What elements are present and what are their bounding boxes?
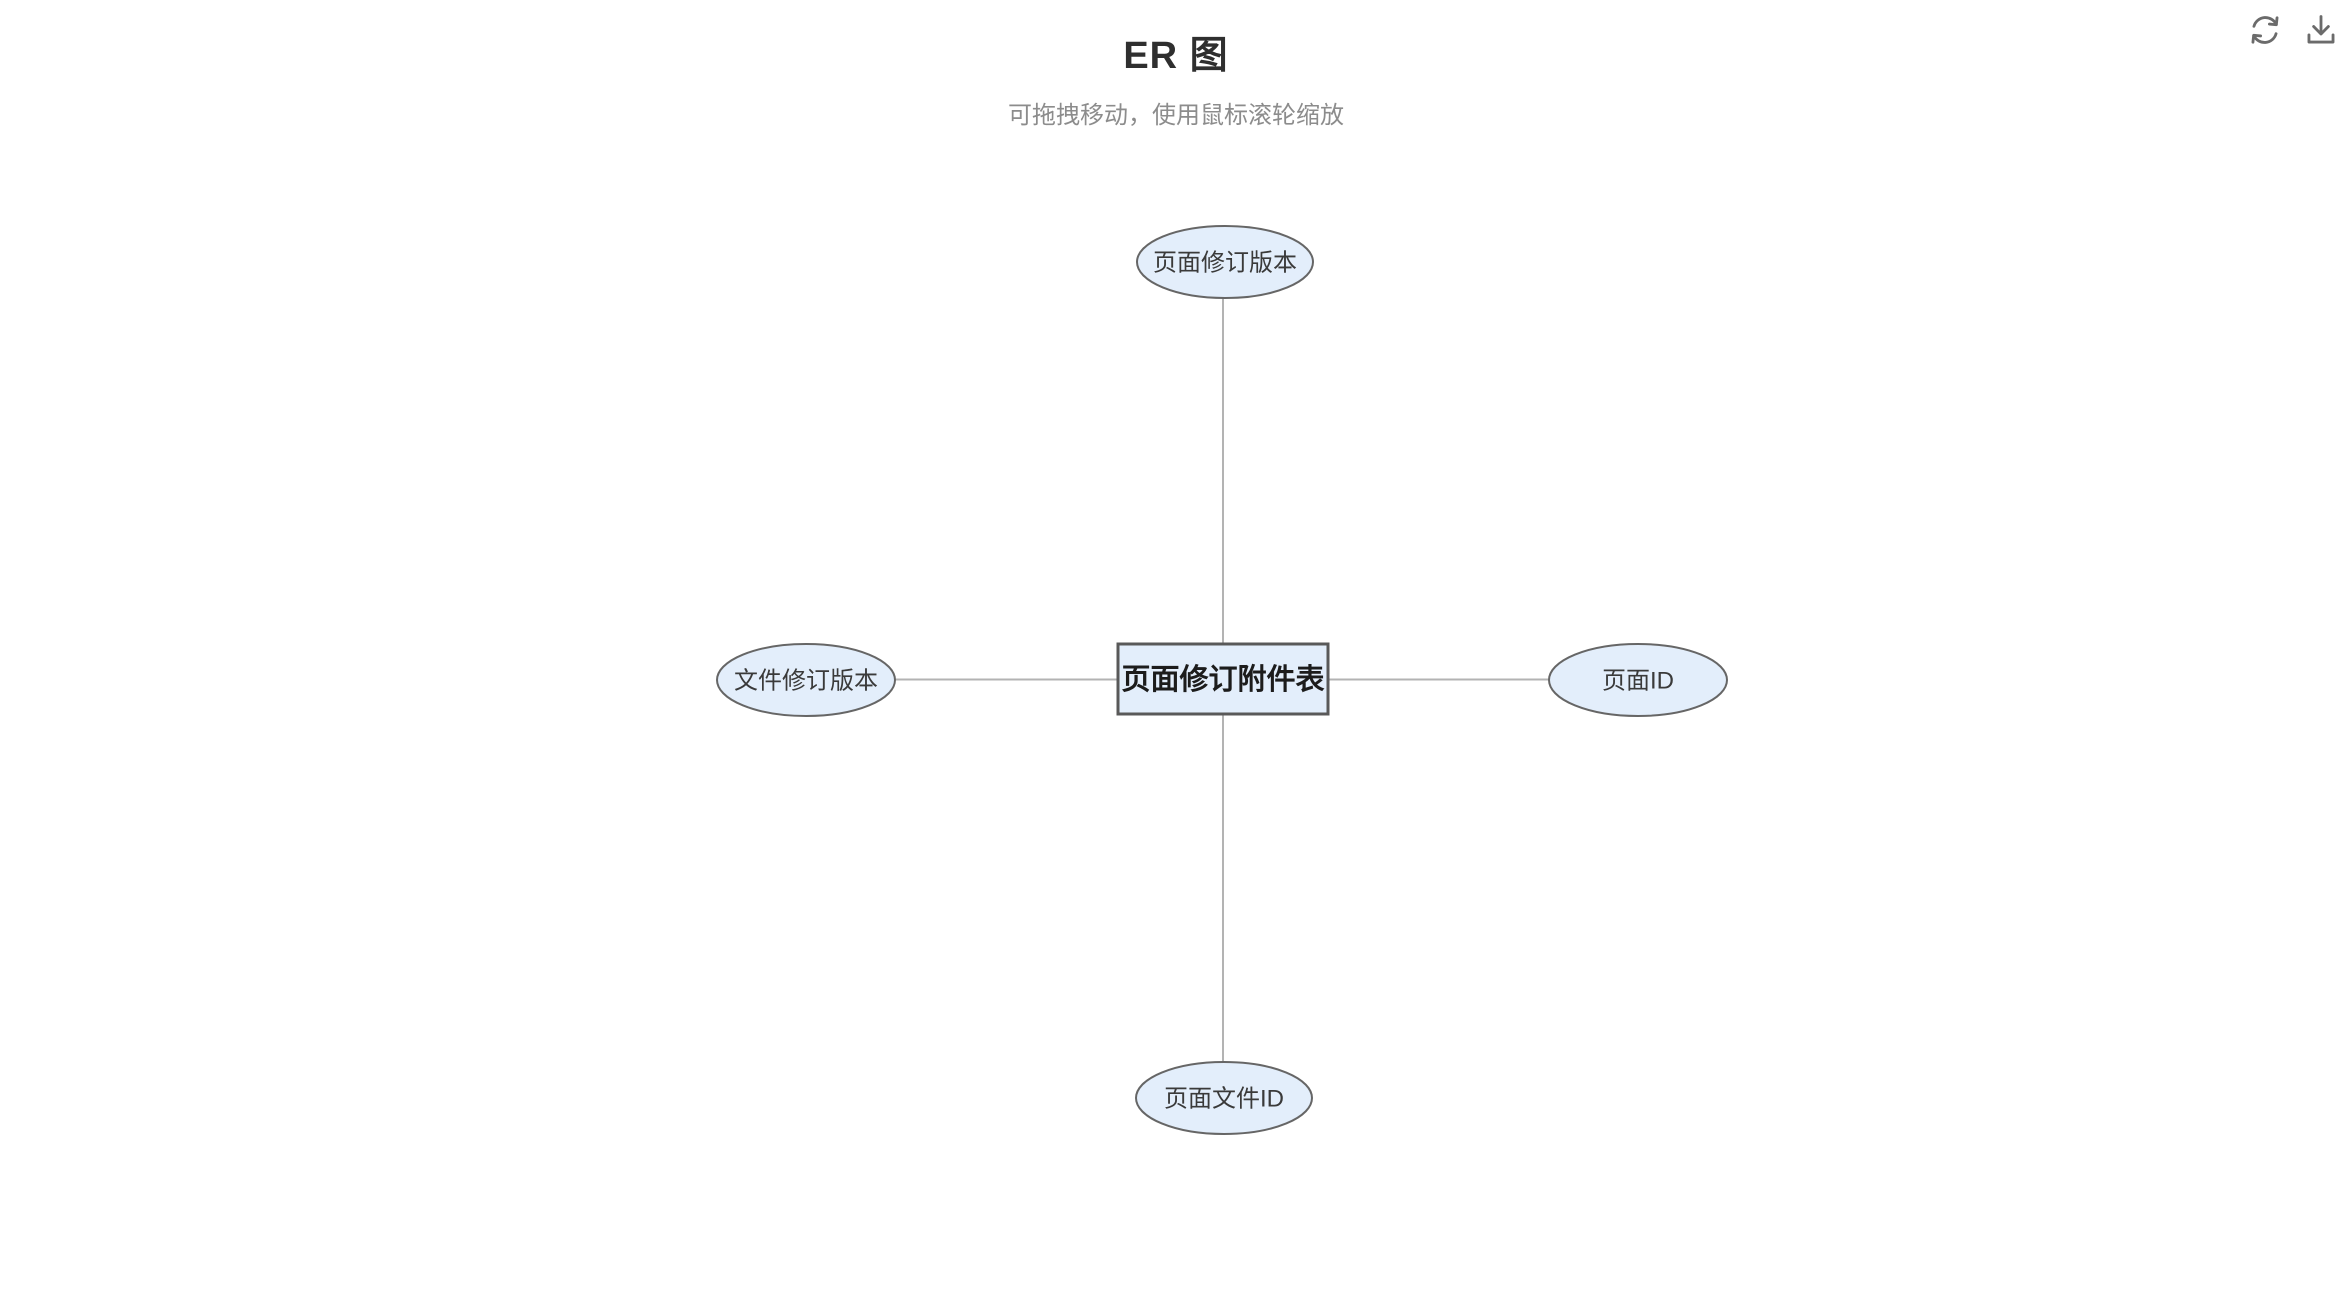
toolbar [2246, 12, 2340, 50]
refresh-button[interactable] [2246, 12, 2284, 50]
download-button[interactable] [2302, 12, 2340, 50]
download-icon [2304, 13, 2338, 50]
attribute-label-right: 页面ID [1602, 668, 1674, 695]
entity-node[interactable]: 页面修订附件表 [1116, 642, 1330, 716]
attribute-node-top[interactable]: 页面修订版本 [1136, 225, 1314, 299]
attribute-label-top: 页面修订版本 [1153, 250, 1297, 277]
refresh-icon [2248, 13, 2282, 50]
attribute-label-left: 文件修订版本 [734, 668, 878, 695]
attribute-node-bottom[interactable]: 页面文件ID [1135, 1061, 1313, 1135]
attribute-node-right[interactable]: 页面ID [1548, 643, 1728, 717]
entity-label: 页面修订附件表 [1121, 663, 1324, 696]
attribute-label-bottom: 页面文件ID [1164, 1086, 1284, 1113]
attribute-node-left[interactable]: 文件修订版本 [716, 643, 896, 717]
